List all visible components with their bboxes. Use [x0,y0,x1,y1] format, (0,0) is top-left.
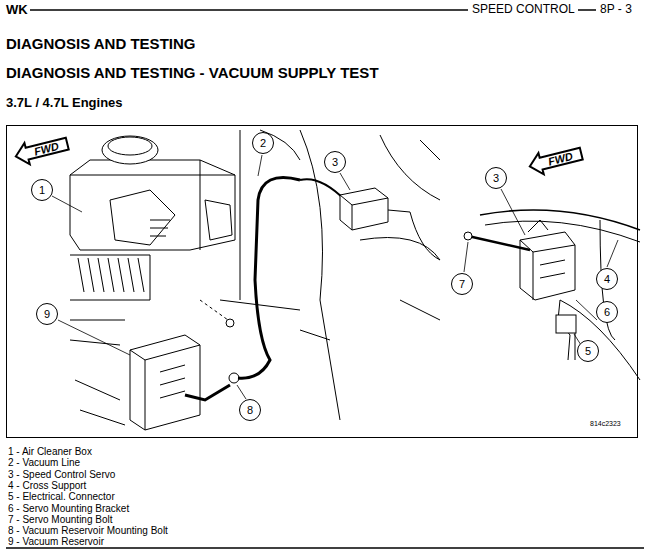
callout-text: 5 [585,346,591,357]
section-name: SPEED CONTROL [472,3,575,16]
callout-number: 7 [451,273,473,295]
callout-number: 9 [36,303,58,325]
callout-number: 8 [239,399,261,421]
air-cleaner-box [70,136,235,250]
callout-text: 3 [493,173,499,184]
callout-number: 3 [485,167,507,189]
subsection-heading: DIAGNOSIS AND TESTING - VACUUM SUPPLY TE… [6,65,379,82]
legend-entry: 4 - Cross Support [8,480,86,491]
forward-arrow: FWD [14,133,71,167]
callout-text: 9 [44,309,50,320]
callout-number: 3 [324,151,346,173]
callout-number: 6 [596,301,618,323]
vacuum-line [238,178,300,379]
header-rule [578,9,596,11]
callout-text: 2 [260,138,266,149]
callout-text: 4 [604,274,610,285]
figure-frame [7,126,638,438]
callout-text: 8 [247,405,253,416]
section-heading: DIAGNOSIS AND TESTING [6,35,195,52]
forward-arrow: FWD [528,143,585,177]
reservoir-bolt [229,373,239,383]
footer-rule [6,547,644,549]
servo-bracket [520,220,575,300]
legend-entry: 5 - Electrical. Connector [8,491,115,502]
bolt-hole [226,319,234,327]
callout-number: 5 [577,340,599,362]
cross-support [480,210,640,230]
callout-number: 1 [31,179,53,201]
legend-entry: 9 - Vacuum Reservoir [8,536,104,547]
callout-number: 2 [252,132,274,154]
vacuum-reservoir [130,335,230,430]
legend-entry: 3 - Speed Control Servo [8,469,115,480]
mounting-bolt [468,236,530,250]
callout-number: 4 [596,268,618,290]
legend-entry: 7 - Servo Mounting Bolt [8,514,113,525]
engine-heading: 3.7L / 4.7L Engines [6,96,123,110]
manual-code: WK [6,3,28,17]
legend-entry: 1 - Air Cleaner Box [8,446,92,457]
callout-text: 1 [39,185,45,196]
header-rule [30,9,468,11]
callout-text: 7 [459,279,465,290]
legend-entry: 6 - Servo Mounting Bracket [8,503,129,514]
legend-entry: 8 - Vacuum Reservoir Mounting Bolt [8,525,168,536]
figure-id: 814c2323 [590,420,621,428]
leader-line [52,155,618,399]
page-number: 8P - 3 [600,3,632,16]
callout-text: 3 [332,157,338,168]
legend-entry: 2 - Vacuum Line [8,457,80,468]
callout-text: 6 [604,307,610,318]
speed-control-servo [340,188,440,260]
